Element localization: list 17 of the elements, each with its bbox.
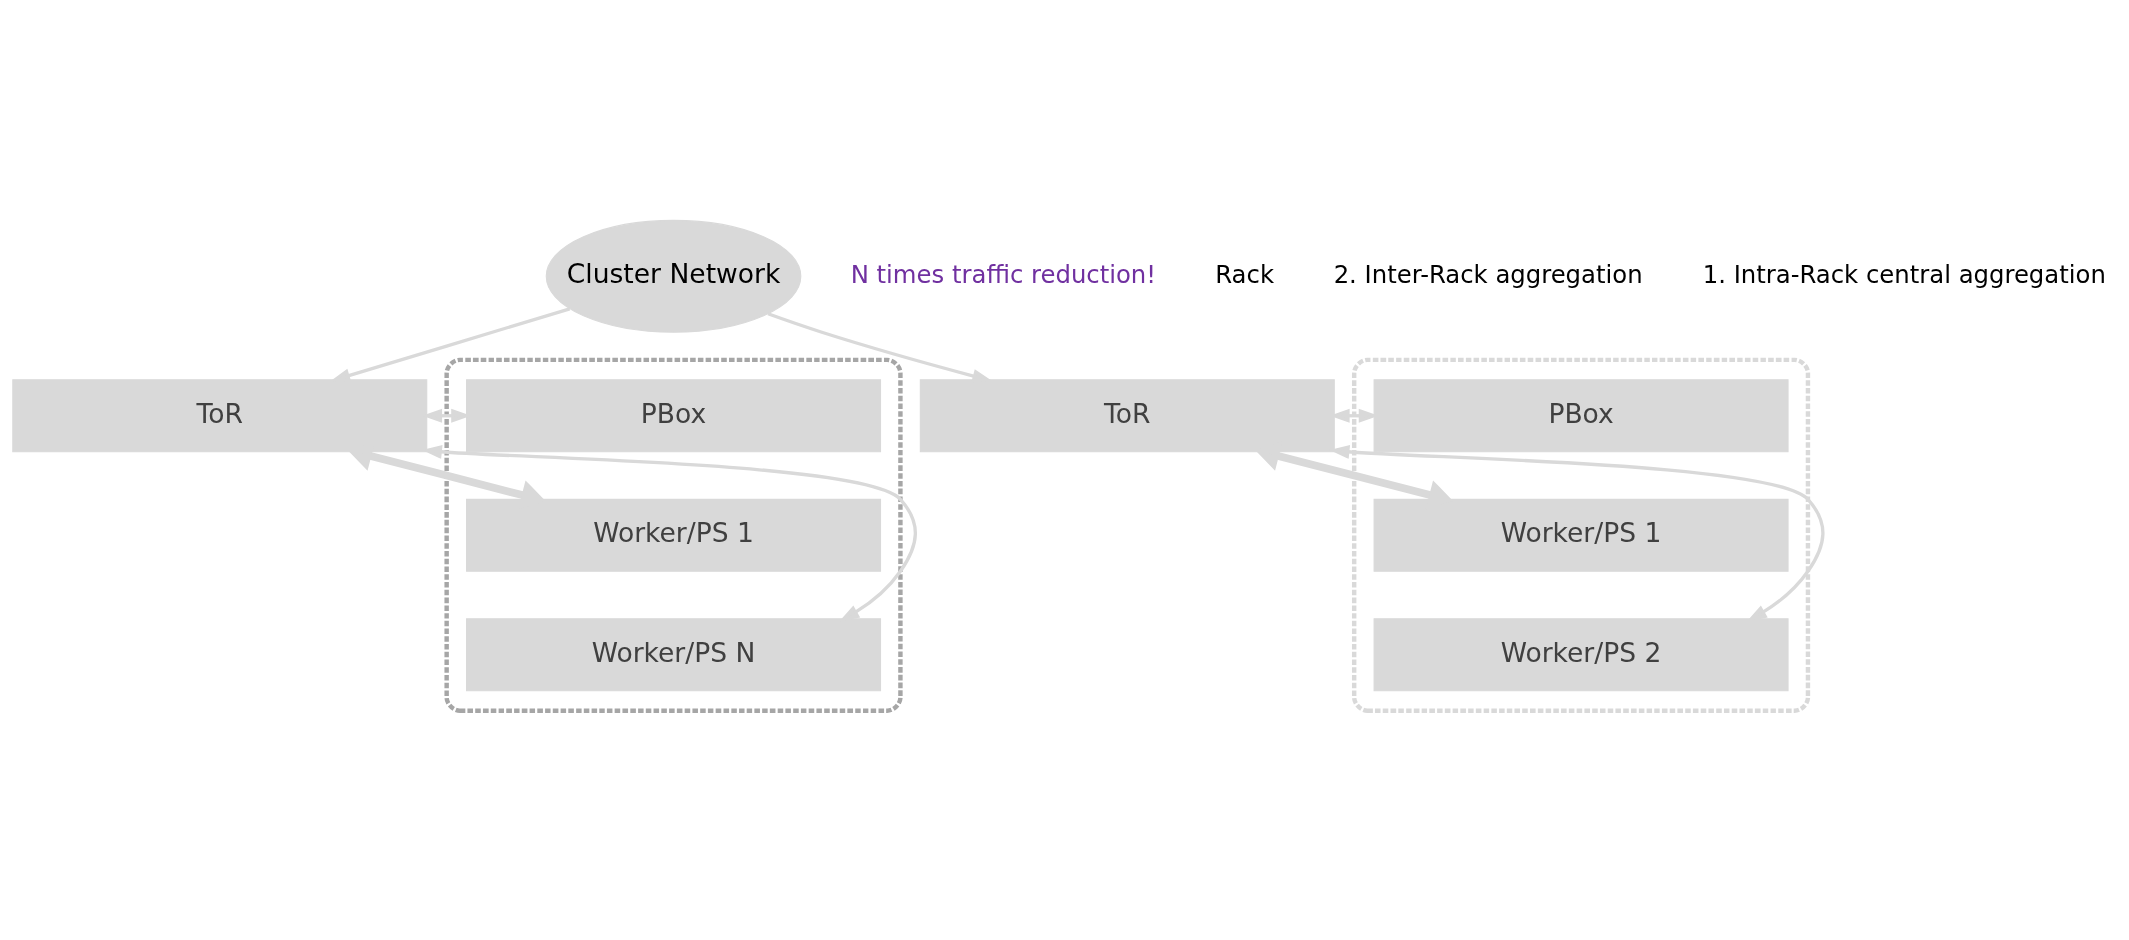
cluster bbox=[1351, 357, 1811, 713]
node-box: ToR bbox=[12, 379, 428, 453]
label: Rack bbox=[1215, 259, 1274, 289]
node-box: Worker/PS 1 bbox=[1373, 498, 1789, 572]
label: N times traffic reduction! bbox=[850, 259, 1157, 289]
node-box: Worker/PS N bbox=[466, 618, 882, 692]
node-box: ToR bbox=[919, 379, 1335, 453]
node-box: Worker/PS 1 bbox=[466, 498, 882, 572]
node-box: Worker/PS 2 bbox=[1373, 618, 1789, 692]
node-box: PBox bbox=[1373, 379, 1789, 453]
arrow bbox=[330, 307, 571, 383]
arrow bbox=[767, 312, 993, 383]
cluster bbox=[444, 357, 903, 713]
label: 2. Inter-Rack aggregation bbox=[1333, 259, 1643, 289]
node-box: PBox bbox=[466, 379, 882, 453]
label: 1. Intra-Rack central aggregation bbox=[1702, 259, 2106, 289]
node-ellipse: Cluster Network bbox=[545, 219, 802, 333]
